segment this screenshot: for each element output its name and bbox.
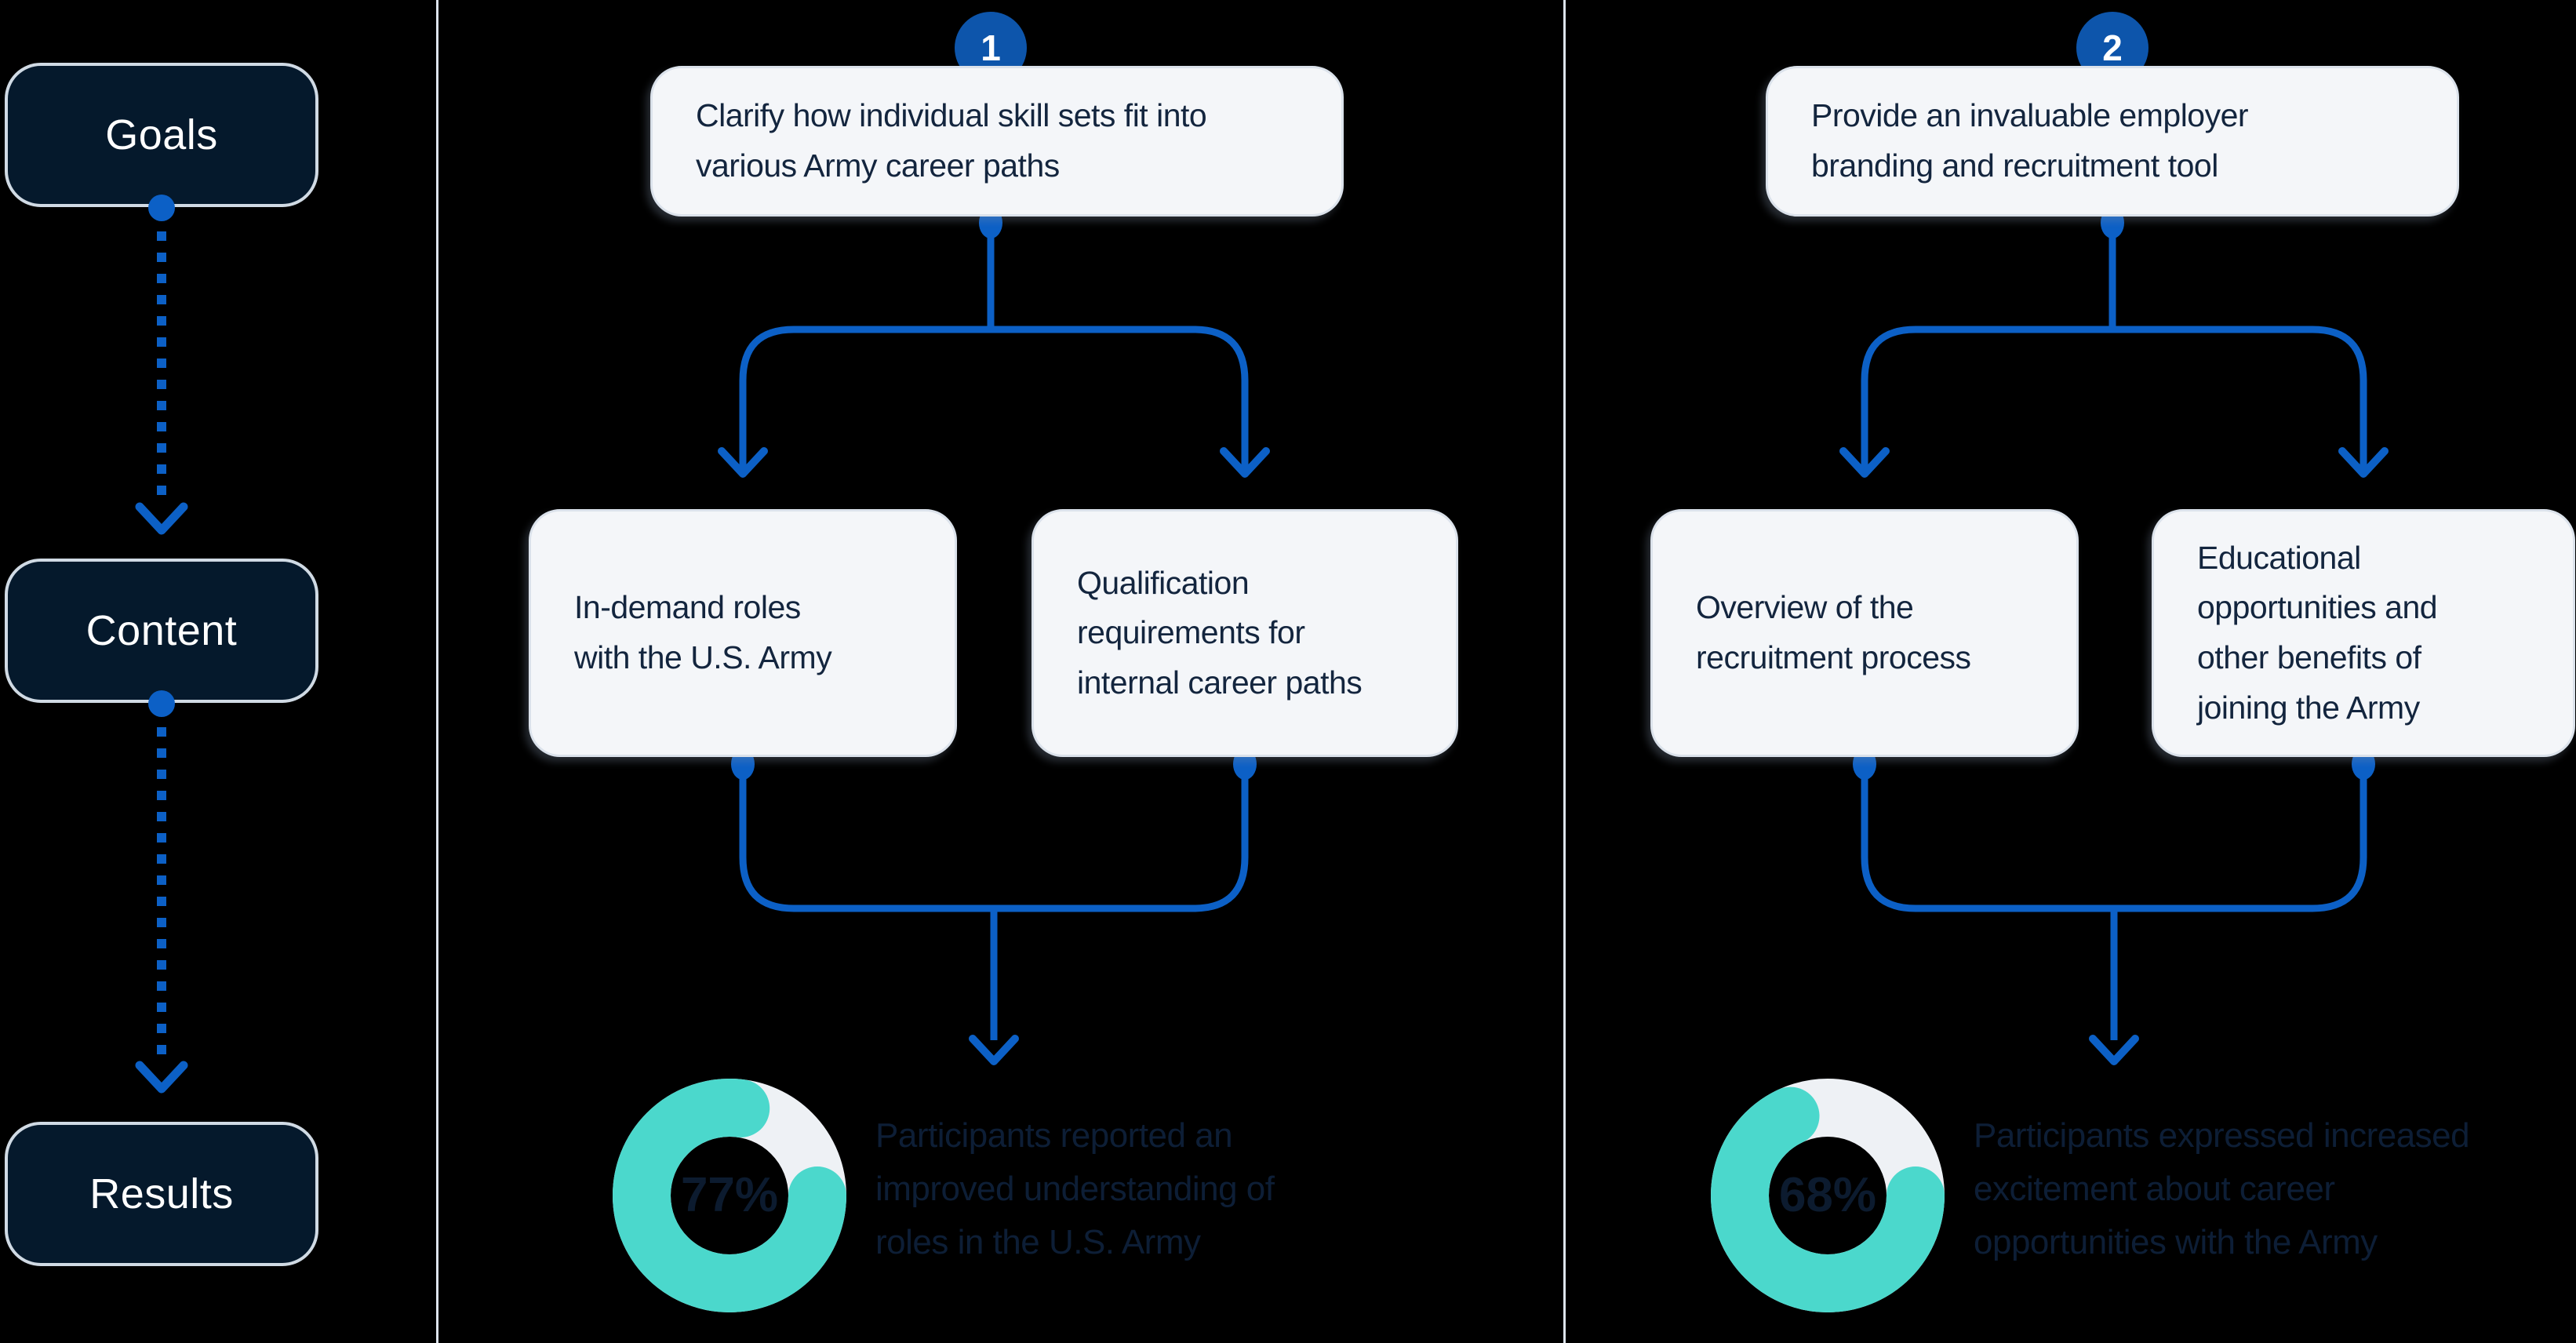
arrowhead-icon bbox=[1839, 447, 1890, 478]
merge-curve bbox=[739, 777, 1249, 912]
section-divider-left bbox=[436, 0, 438, 1343]
flow2-branch-connector bbox=[1839, 207, 2389, 478]
flow1-merge-connector bbox=[731, 748, 1257, 1065]
branch-curve bbox=[1861, 326, 2367, 469]
arrowhead-icon bbox=[1220, 447, 1270, 478]
flow2-result-text: Participants expressed increased excitem… bbox=[1974, 1116, 2470, 1262]
sidebar-item-content: Content bbox=[5, 559, 318, 703]
flow1-donut-chart bbox=[613, 1079, 846, 1312]
connector-dot bbox=[148, 195, 175, 221]
sidebar-label-content: Content bbox=[86, 607, 238, 654]
arrowhead-icon bbox=[718, 447, 768, 478]
branch-curve bbox=[739, 326, 1249, 469]
sidebar-label-goals: Goals bbox=[105, 111, 218, 158]
flow1-step-number: 1 bbox=[981, 27, 1001, 68]
section-divider-right bbox=[1563, 0, 1566, 1343]
sidebar-dotted-arrow-goals-content bbox=[135, 195, 188, 535]
arrowhead-icon bbox=[135, 1061, 188, 1094]
merge-curve bbox=[1861, 777, 2367, 912]
flow1-content-card-left: In-demand roles with the U.S. Army bbox=[529, 509, 957, 757]
donut-arc bbox=[1711, 1079, 1945, 1312]
flow1-result-text: Participants reported an improved unders… bbox=[875, 1116, 1275, 1262]
flow1-donut-percent: 77% bbox=[680, 1168, 779, 1222]
sidebar-label-results: Results bbox=[89, 1170, 234, 1217]
donut-arc bbox=[613, 1079, 846, 1312]
flow2-content-card-left: Overview of the recruitment process bbox=[1650, 509, 2079, 757]
flow1-goal-card: Clarify how individual skill sets fit in… bbox=[650, 66, 1344, 217]
flow2-content-card-right: Educational opportunities and other bene… bbox=[2152, 509, 2575, 757]
flow2-goal-card: Provide an invaluable employer branding … bbox=[1766, 66, 2459, 217]
flow2-donut-percent: 68% bbox=[1778, 1168, 1877, 1222]
sidebar-item-results: Results bbox=[5, 1122, 318, 1266]
flow1-content-right-text: Qualification requirements for internal … bbox=[1077, 564, 1363, 701]
flow1-content-card-right: Qualification requirements for internal … bbox=[1031, 509, 1458, 757]
flow1-branch-connector bbox=[718, 207, 1270, 478]
flow2-donut-chart bbox=[1711, 1079, 1945, 1312]
flow2-goal-text: Provide an invaluable employer branding … bbox=[1811, 97, 2249, 184]
flow2-content-right-text: Educational opportunities and other bene… bbox=[2197, 539, 2438, 726]
sidebar-dotted-arrow-content-results bbox=[135, 690, 188, 1094]
flow2-step-number: 2 bbox=[2102, 27, 2123, 68]
arrowhead-icon bbox=[2089, 1035, 2139, 1065]
flow2-merge-connector bbox=[1853, 748, 2375, 1065]
connector-dot bbox=[148, 690, 175, 717]
arrowhead-icon bbox=[969, 1035, 1019, 1065]
arrowhead-icon bbox=[2338, 447, 2389, 478]
flow1-goal-text: Clarify how individual skill sets fit in… bbox=[696, 97, 1207, 184]
flow1-content-left-text: In-demand roles with the U.S. Army bbox=[574, 589, 832, 675]
flow2-content-left-text: Overview of the recruitment process bbox=[1696, 589, 1971, 675]
arrowhead-icon bbox=[135, 502, 188, 535]
